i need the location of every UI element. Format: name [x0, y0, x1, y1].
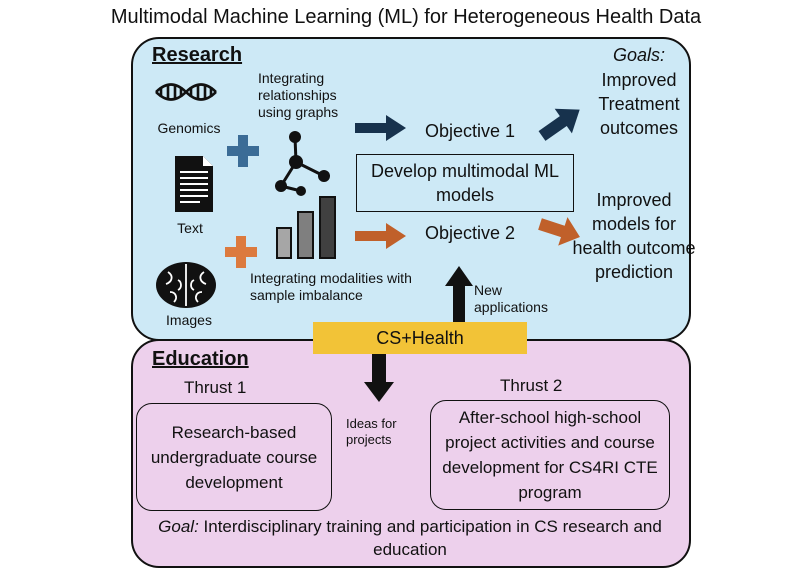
education-heading: Education: [152, 348, 249, 370]
goals-label: Goals:: [612, 45, 666, 65]
brain-icon: [156, 262, 216, 308]
arrow-to-goal-1: [538, 108, 580, 141]
arrow-to-goal-2: [538, 217, 580, 246]
dna-icon: [155, 83, 217, 101]
graphs-note: Integrating relationships using graphs: [258, 70, 339, 120]
new-applications-label: New applications: [474, 282, 548, 315]
bar-chart-icon: [276, 196, 336, 259]
arrow-to-objective-2: [355, 223, 406, 249]
objective-1: Objective 1: [425, 121, 516, 141]
thrust-1-label: Thrust 1: [184, 378, 247, 397]
diagram-title: Multimodal Machine Learning (ML) for Het…: [110, 6, 702, 28]
label-images: Images: [166, 312, 212, 328]
thrust-1-box: Research-based undergraduate course deve…: [136, 403, 332, 511]
objective-2: Objective 2: [425, 223, 516, 243]
graph-icon: [275, 131, 330, 196]
imbalance-note: Integrating modalities with sample imbal…: [250, 270, 412, 303]
cs-health-bar: CS+Health: [313, 322, 527, 354]
education-goal-label: Goal:: [158, 517, 199, 536]
plus-icon-blue: [227, 135, 259, 167]
thrust-2-label: Thrust 2: [500, 376, 563, 395]
arrow-ideas-for-projects: [364, 354, 394, 402]
label-text: Text: [177, 220, 203, 236]
ideas-for-projects: Ideas for projects: [346, 416, 397, 447]
document-icon: [175, 156, 213, 212]
thrust-2-box: After-school high-school project activit…: [430, 400, 670, 510]
education-goal: Goal: Interdisciplinary training and par…: [140, 515, 680, 561]
arrow-to-objective-1: [355, 115, 406, 141]
goal-outcome-prediction: Improved models for health outcome predi…: [572, 190, 696, 282]
plus-icon-orange: [225, 236, 257, 268]
label-genomics: Genomics: [157, 120, 221, 136]
education-goal-text: Interdisciplinary training and participa…: [198, 517, 662, 559]
arrow-new-applications: [445, 266, 473, 322]
goal-treatment-outcomes: Improved Treatment outcomes: [598, 70, 680, 138]
research-heading: Research: [152, 44, 243, 66]
center-box-develop-models: Develop multimodal ML models: [356, 154, 574, 212]
